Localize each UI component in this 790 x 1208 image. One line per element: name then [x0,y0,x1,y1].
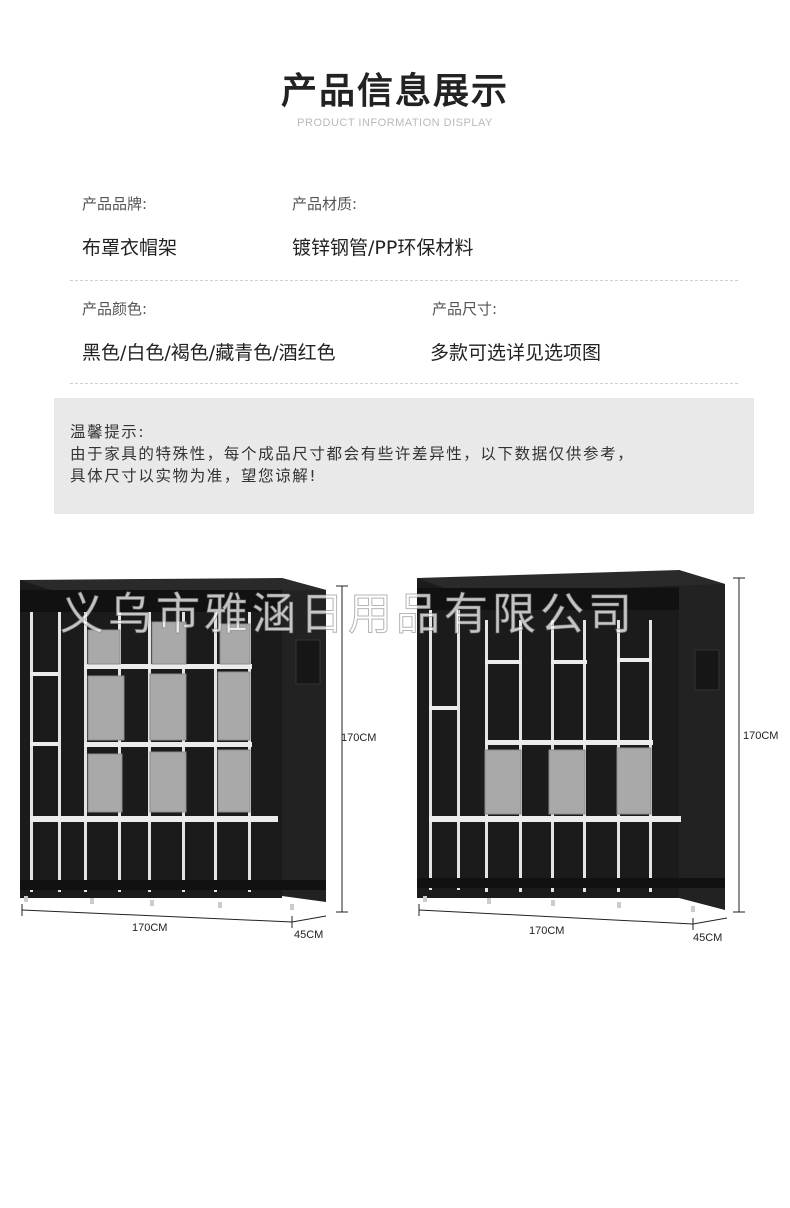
left-width-label: 170CM [132,922,167,934]
material-label: 产品材质: [292,195,358,213]
divider-bottom [70,383,738,384]
material-value: 镀锌钢管/PP环保材料 [292,237,474,259]
right-width-label: 170CM [529,925,564,937]
wardrobe-right-image: 170CM 170CM 45CM [417,570,778,944]
left-height-label: 170CM [341,732,376,744]
size-label: 产品尺寸: [432,300,498,318]
brand-label: 产品品牌: [82,195,148,213]
tip-line-1: 由于家具的特殊性，每个成品尺寸都会有些许差异性，以下数据仅供参考， [70,445,635,463]
wardrobe-left-image: 170CM 170CM 45CM [20,578,376,941]
tip-line-2: 具体尺寸以实物为准，望您谅解! [70,467,318,485]
tip-box: 温馨提示: 由于家具的特殊性，每个成品尺寸都会有些许差异性，以下数据仅供参考， … [54,398,754,514]
divider-top [70,280,738,281]
brand-value: 布罩衣帽架 [82,237,178,259]
tip-heading: 温馨提示: [70,423,146,441]
left-depth-label: 45CM [294,929,323,941]
page-subtitle: PRODUCT INFORMATION DISPLAY [297,117,493,129]
right-depth-label: 45CM [693,932,722,944]
page-title: 产品信息展示 [280,71,509,112]
color-label: 产品颜色: [82,300,148,318]
size-value: 多款可选详见选项图 [430,342,602,364]
right-height-label: 170CM [743,730,778,742]
color-value: 黑色/白色/褐色/藏青色/酒红色 [82,342,336,364]
